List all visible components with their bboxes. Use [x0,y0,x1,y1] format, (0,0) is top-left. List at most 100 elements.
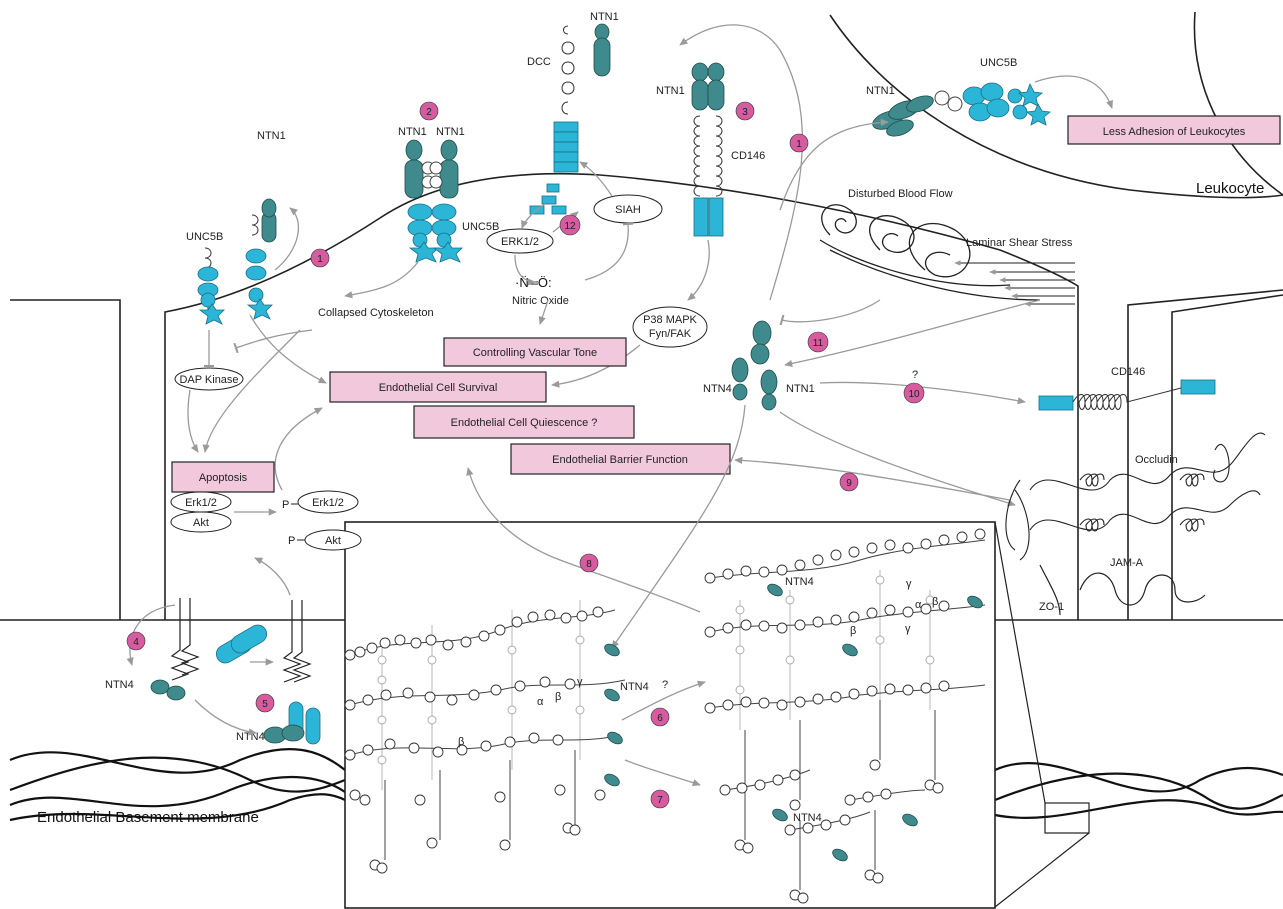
erk-text: ERK1/2 [501,236,539,248]
ntn4-low-label: NTN4 [105,679,134,691]
occludin-label: Occludin [1135,454,1178,466]
box-quiescence-text: Endothelial Cell Quiescence ? [451,417,598,429]
box-cell-survival-text: Endothelial Cell Survival [379,382,498,394]
dap-kinase-ellipse [174,367,244,391]
jam-a-label: JAM-A [1110,557,1144,569]
leukocyte-unc5b-complex [872,82,1051,137]
akt-left-text: Akt [193,517,209,529]
leukocyte-ntn1-label: NTN1 [866,85,895,97]
alpha-right: α [915,599,922,611]
p38-line1: P38 MAPK [643,314,697,326]
occludin-strands [1005,432,1266,561]
akt-p-text: Akt [325,535,341,547]
cd146-left-block [1038,395,1074,411]
box-less-adhesion-text: Less Adhesion of Leukocytes [1103,126,1246,138]
ntn1-ntn4-free-ligands [731,320,778,411]
step-11: 11 [813,338,824,349]
gamma-right: γ [906,578,912,590]
box-less-adhesion [1067,115,1281,145]
cd146-right-block [1180,379,1216,395]
basement-membrane-label: Endothelial Basement membrane [37,809,259,826]
p-label-2: P [288,535,295,547]
gamma-right-2: γ [905,623,911,635]
zo1-label: ZO-1 [1039,601,1064,613]
alpha-left: α [537,696,544,708]
unc5b-left-receptor [197,247,225,325]
step-12: 12 [564,221,576,232]
ntn4-integrin-binding [150,624,321,745]
ntn1-cd146-receptor [691,62,725,237]
erk-p-text: Erk1/2 [312,497,344,509]
dcc-label: DCC [527,56,551,68]
cd146-label: CD146 [731,150,765,162]
step-10: 10 [908,389,920,400]
ntn4-matrix-c: NTN4 [793,812,822,824]
dap-kinase-text: DAP Kinase [179,374,238,386]
step-9: 9 [846,478,852,489]
ntn1-pair-b-label: NTN1 [436,126,465,138]
step-6: 6 [657,713,663,724]
leukocyte-unc5b-label: UNC5B [980,57,1017,69]
jam-a-strand [1079,572,1206,606]
laminin-network-left [344,600,626,874]
beta-right-2: β [850,625,856,637]
step-8: 8 [586,559,592,570]
box-vascular-tone [443,337,627,367]
step-3: 3 [742,107,748,118]
ntn1-cd146-label: NTN1 [656,85,685,97]
box-vascular-tone-text: Controlling Vascular Tone [473,347,597,359]
beta-left-2: β [458,736,464,748]
siah-text: SIAH [615,204,641,216]
p-label-1: P [282,499,289,511]
laminin-fragments [719,769,926,904]
basement-membrane-fibers [9,521,1283,908]
disturbed-flow-swirls [819,204,1041,301]
box-barrier-text: Endothelial Barrier Function [552,454,688,466]
step-4: 4 [133,637,139,648]
step-1-top: 1 [796,139,802,150]
laminar-flow-label: Laminar Shear Stress [966,237,1073,249]
box-quiescence [413,405,635,439]
ntn1-unc5b-left-receptor [245,198,277,320]
junction-cd146-label: CD146 [1111,366,1145,378]
gamma-left: γ [577,676,583,688]
unc5b-left-label: UNC5B [186,231,223,243]
ntn1-dimer-unc5b-complex [404,139,463,263]
ntn4-bound-label: NTN4 [236,731,265,743]
dcc-receptor [529,23,611,215]
collapsed-cytoskeleton-label: Collapsed Cytoskeleton [318,307,434,319]
step-1-left: 1 [317,254,323,265]
ntn4-free-label: NTN4 [703,383,732,395]
disturbed-flow-label: Disturbed Blood Flow [848,188,953,200]
box-barrier [510,443,731,475]
ntn1-top-label: NTN1 [590,11,619,23]
beta-right: β [932,596,938,608]
matrix-inset-box [344,521,996,909]
box-apoptosis [171,461,275,493]
erk-ellipse [486,228,554,254]
unc5b-mid-label: UNC5B [462,221,499,233]
step-7: 7 [657,795,663,806]
beta-left: β [555,691,561,703]
ntn1-left-label: NTN1 [257,130,286,142]
box-cell-survival [329,371,547,403]
integrin-receptors [170,598,312,683]
ntn4-matrix-b: NTN4 [785,576,814,588]
question-6: ? [662,679,668,691]
question-10: ? [912,369,918,381]
box-apoptosis-text: Apoptosis [199,472,248,484]
laminar-flow-arrows [954,260,1075,307]
step-2: 2 [426,107,432,118]
laminin-network-right [704,528,986,854]
leukocyte-label: Leukocyte [1196,180,1264,197]
p38-ellipse [632,306,708,348]
step-number-markers: 2 3 1 1 12 11 10 9 8 4 5 6 7 [126,101,925,809]
ntn1-free-label: NTN1 [786,383,815,395]
erk-p-ellipse [297,490,359,514]
ntn1-pair-a-label: NTN1 [398,126,427,138]
akt-p-ellipse [304,529,362,551]
p38-line2: Fyn/FAK [649,328,692,340]
cd146-junction-loops [1072,387,1182,410]
no-label: Nitric Oxide [512,295,569,307]
